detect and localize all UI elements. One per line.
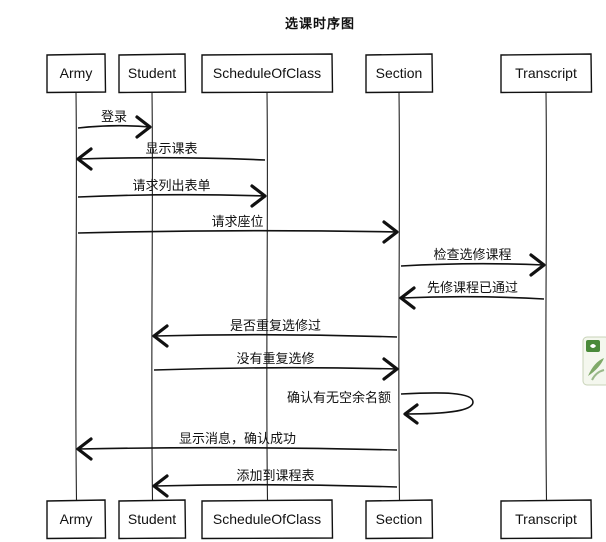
message-arrowhead-9	[403, 403, 419, 425]
participant-label-transcript-top: Transcript	[515, 65, 577, 81]
lifeline-transcript	[545, 91, 548, 501]
message-arrowhead-8	[382, 357, 399, 381]
participant-box-section-bottom	[365, 499, 434, 540]
participant-label-transcript-bottom: Transcript	[515, 511, 577, 527]
message-line-5	[400, 262, 545, 267]
message-arrowhead-7	[152, 324, 169, 348]
lifeline-army	[75, 91, 78, 501]
participant-box-student-bottom	[118, 499, 187, 540]
participant-box-army-top	[46, 53, 107, 94]
lifeline-scheduleofclass	[266, 91, 269, 501]
participant-box-student-top	[118, 53, 187, 94]
lifeline-section	[398, 91, 401, 501]
message-line-6	[400, 295, 545, 300]
message-line-4	[77, 229, 398, 234]
message-line-1	[77, 124, 151, 129]
message-label-4: 请求座位	[211, 215, 263, 230]
message-line-10	[77, 446, 398, 451]
participant-label-section-bottom: Section	[376, 511, 423, 527]
message-arrowhead-2	[76, 147, 93, 171]
message-line-2	[77, 156, 266, 161]
message-line-9	[400, 392, 474, 415]
plant-sticker-icon	[582, 336, 606, 386]
participant-box-scheduleofclass-bottom	[201, 499, 334, 540]
participant-label-army-bottom: Army	[60, 511, 93, 527]
message-label-3: 请求列出表单	[132, 179, 210, 194]
message-label-6: 先修课程已通过	[427, 281, 518, 296]
message-label-2: 显示课表	[145, 142, 197, 157]
message-arrowhead-3	[250, 184, 267, 208]
message-arrowhead-4	[382, 220, 399, 244]
message-label-10: 显示消息，确认成功	[179, 431, 296, 447]
message-label-5: 检查选修课程	[433, 248, 511, 263]
diagram-title: 选课时序图	[284, 17, 355, 32]
message-label-7: 是否重复选修过	[230, 318, 321, 334]
participant-label-scheduleofclass-top: ScheduleOfClass	[213, 65, 321, 81]
message-line-7	[153, 333, 398, 338]
participant-label-scheduleofclass-bottom: ScheduleOfClass	[213, 511, 321, 527]
message-line-8	[153, 366, 398, 371]
message-label-8: 没有重复选修	[236, 351, 314, 367]
lifeline-student	[151, 91, 154, 501]
participant-label-student-top: Student	[128, 65, 176, 81]
participant-box-section-top	[365, 53, 434, 94]
message-arrowhead-10	[76, 437, 93, 461]
message-line-3	[77, 193, 266, 198]
participant-box-transcript-bottom	[500, 499, 593, 540]
participant-label-army-top: Army	[60, 65, 93, 81]
message-arrowhead-6	[399, 286, 416, 310]
message-arrowhead-1	[135, 115, 152, 139]
participant-label-section-top: Section	[376, 65, 423, 81]
message-arrowhead-11	[152, 474, 169, 498]
message-label-1: 登录	[101, 110, 127, 125]
participant-box-scheduleofclass-top	[201, 53, 334, 94]
message-label-9: 确认有无空余名额	[287, 390, 391, 406]
participant-box-army-bottom	[46, 499, 107, 540]
participant-label-student-bottom: Student	[128, 511, 176, 527]
participant-box-transcript-top	[500, 53, 593, 94]
message-line-11	[153, 483, 398, 488]
message-label-11: 添加到课程表	[236, 469, 314, 484]
message-arrowhead-5	[529, 253, 546, 277]
